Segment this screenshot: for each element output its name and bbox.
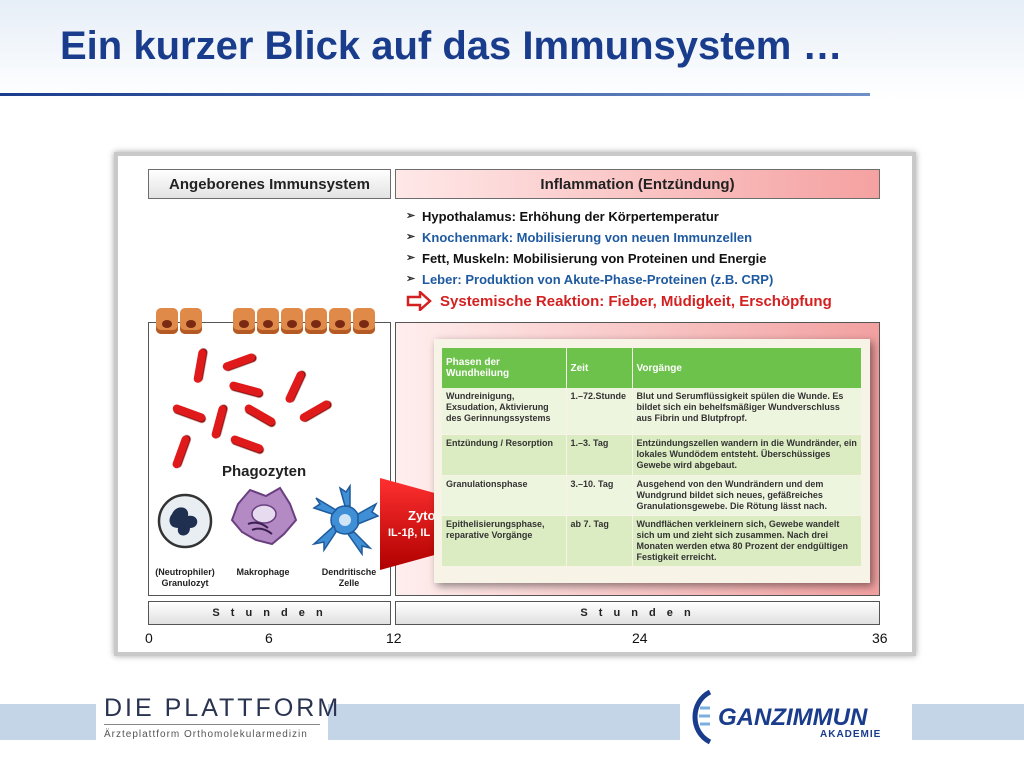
timeline-right-label: S t u n d e n <box>395 601 880 625</box>
ganzimmun-logo-text: GANZIMMUN <box>718 704 868 731</box>
epithelial-cell <box>329 308 351 334</box>
tick-12: 12 <box>386 630 402 646</box>
table-row: Entzündung / Resorption 1.–3. Tag Entzün… <box>442 434 862 476</box>
table-header-vorgaenge: Vorgänge <box>632 348 862 388</box>
bullet-item: ➢Knochenmark: Mobilisierung von neuen Im… <box>406 227 773 248</box>
epithelial-cell <box>353 308 375 334</box>
bullet-item: ➢Hypothalamus: Erhöhung der Körpertemper… <box>406 206 773 227</box>
arrow-bullet-icon: ➢ <box>406 231 416 243</box>
tick-6: 6 <box>265 630 273 646</box>
epithelial-cell <box>281 308 303 334</box>
akademie-label: AKADEMIE <box>820 729 882 740</box>
table-row: Granulationsphase 3.–10. Tag Ausgehend v… <box>442 475 862 516</box>
epithelial-cell <box>156 308 178 334</box>
epithelial-cell <box>233 308 255 334</box>
cytokine-arrow <box>380 478 440 570</box>
arrow-bullet-icon: ➢ <box>406 273 416 285</box>
plattform-subtitle: Ärzteplattform Orthomolekularmedizin <box>104 729 308 740</box>
title-rule <box>0 93 870 96</box>
systemic-reaction: Systemische Reaktion: Fieber, Müdigkeit,… <box>406 291 832 311</box>
slide-title: Ein kurzer Blick auf das Immunsystem … <box>60 24 843 68</box>
phagozyten-label: Phagozyten <box>222 463 307 480</box>
table-header-zeit: Zeit <box>566 348 633 388</box>
cytokine-label: Zyto <box>408 508 436 523</box>
makrophage-icon <box>230 486 298 546</box>
ganzimmun-logo-icon <box>692 689 712 745</box>
footer-band-left <box>0 704 96 740</box>
neutrophil-label: (Neutrophiler) Granulozyt <box>155 567 215 588</box>
wound-healing-table: Phasen der Wundheilung Zeit Vorgänge Wun… <box>442 348 862 567</box>
dendritic-cell-icon <box>311 484 380 556</box>
bullet-list: ➢Hypothalamus: Erhöhung der Körpertemper… <box>406 206 773 290</box>
tick-24: 24 <box>632 630 648 646</box>
arrow-right-icon <box>406 291 432 311</box>
header-inflammation: Inflammation (Entzündung) <box>395 169 880 199</box>
epithelial-cells-row <box>233 308 377 336</box>
innate-box <box>148 322 391 596</box>
epithelial-cells-small <box>156 308 204 336</box>
wound-healing-table-card: Phasen der Wundheilung Zeit Vorgänge Wun… <box>434 339 870 583</box>
header-innate: Angeborenes Immunsystem <box>148 169 391 199</box>
arrow-bullet-icon: ➢ <box>406 252 416 264</box>
table-header-phase: Phasen der Wundheilung <box>442 348 567 388</box>
bullet-item: ➢Fett, Muskeln: Mobilisierung von Protei… <box>406 248 773 269</box>
title-band <box>0 0 1024 100</box>
bullet-item: ➢Leber: Produktion von Akute-Phase-Prote… <box>406 269 773 290</box>
epithelial-cell <box>180 308 202 334</box>
timeline-left-label: S t u n d e n <box>148 601 391 625</box>
footer-band-middle <box>328 704 680 740</box>
tick-0: 0 <box>145 630 153 646</box>
tick-36: 36 <box>872 630 888 646</box>
table-row: Wundreinigung, Exsudation, Aktivierung d… <box>442 388 862 435</box>
plattform-divider <box>104 724 320 725</box>
cytokine-sub-label: IL-1β, IL <box>388 527 431 539</box>
makrophage-label: Makrophage <box>236 567 290 577</box>
table-row: Epithelisierungsphase, reparative Vorgän… <box>442 515 862 567</box>
arrow-bullet-icon: ➢ <box>406 210 416 222</box>
plattform-logo-text: DIE PLATTFORM <box>104 694 342 722</box>
neutrophil-icon <box>157 493 213 549</box>
epithelial-cell <box>257 308 279 334</box>
epithelial-cell <box>305 308 327 334</box>
footer-band-right <box>912 704 1024 740</box>
dendritic-cell-label: Dendritische Zelle <box>321 567 377 588</box>
